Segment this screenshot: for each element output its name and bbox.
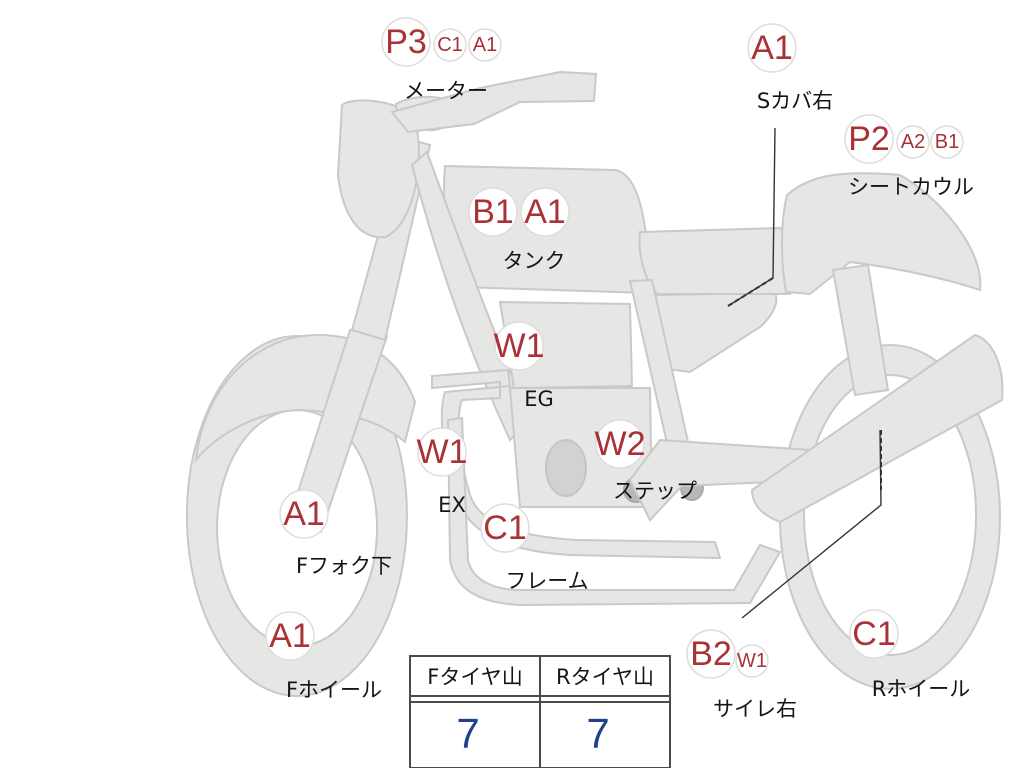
step-grade-badge <box>595 419 645 469</box>
meter-grade-badge-primary <box>381 17 431 67</box>
engine-grade-badge <box>494 321 544 371</box>
muffler-right-label: サイレ右 <box>713 697 797 721</box>
motorcycle-illustration <box>186 70 1004 697</box>
side-cover-right-grade-badge <box>747 23 797 73</box>
tank-grade-badge-secondary <box>520 187 570 237</box>
rear-tire-value: 7 <box>586 710 609 757</box>
meter-grade-secondary: C1 <box>437 34 463 56</box>
handlebar-shape <box>390 70 598 134</box>
seat-cowl-shape <box>781 172 982 296</box>
frame-down-tube-shape <box>410 150 532 442</box>
tank-grade-primary: B1 <box>472 193 514 231</box>
side-cover-right-grade: A1 <box>751 29 793 67</box>
seat-cowl-grade-secondary: A2 <box>901 131 925 153</box>
rear-wheel-shape <box>778 344 1001 690</box>
front-tire-value: 7 <box>456 710 479 757</box>
front-fork-lower-grade-badge <box>279 489 329 539</box>
frame-grade: C1 <box>483 509 526 547</box>
seat-cowl-grade-badge-secondary <box>896 125 930 159</box>
leader-lines <box>727 127 882 619</box>
front-tire-header: Fタイヤ山 <box>427 665 522 689</box>
frame-label: フレーム <box>505 569 588 593</box>
seat-shape <box>638 226 803 295</box>
front-fork-lower-grade: A1 <box>283 495 325 533</box>
meter-label: メーター <box>404 79 488 103</box>
exhaust-grade: W1 <box>417 433 468 471</box>
side-cover-right-label: Sカバ右 <box>757 89 833 113</box>
tank-grade-badge-primary <box>468 187 518 237</box>
engine-label: EG <box>524 387 554 411</box>
muffler-right-grade-secondary: W1 <box>737 650 767 672</box>
muffler-right-grade-badge-secondary <box>735 644 769 678</box>
step-label: ステップ <box>613 479 697 503</box>
meter-grade-badge-secondary <box>433 28 467 62</box>
rear-tire-header: Rタイヤ山 <box>556 665 654 689</box>
meter-grade-primary: P3 <box>385 23 427 61</box>
meter-grade-badge-tertiary <box>468 28 502 62</box>
muffler-right-grade-primary: B2 <box>690 635 732 673</box>
seat-cowl-grade-tertiary: B1 <box>935 131 959 153</box>
step-grade: W2 <box>595 425 646 463</box>
side-cover-right-callout: A1 Sカバ右 <box>747 23 833 113</box>
seat-cowl-grade-badge-primary <box>844 114 894 164</box>
tank-label: タンク <box>503 249 566 273</box>
rear-wheel-callout: C1 Rホイール <box>849 609 971 701</box>
seat-cowl-label: シートカウル <box>848 175 974 199</box>
side-cover-shape <box>653 291 778 374</box>
rear-shock-shape <box>831 263 890 397</box>
front-wheel-grade: A1 <box>269 617 311 655</box>
front-wheel-grade-badge <box>265 611 315 661</box>
front-fork-lower-label: Fフォク下 <box>296 554 392 578</box>
engine-grade: W1 <box>494 327 545 365</box>
front-wheel-callout: A1 Fホイール <box>265 611 382 702</box>
meter-grade-tertiary: A1 <box>473 34 497 56</box>
rear-wheel-label: Rホイール <box>872 677 971 701</box>
rear-wheel-grade: C1 <box>852 615 895 653</box>
tire-table: Fタイヤ山 Rタイヤ山 7 7 <box>409 655 671 768</box>
side-cover-leader-dash <box>727 277 774 307</box>
tank-callout: B1 A1 タンク <box>468 187 570 273</box>
meter-callout: P3 C1 A1 メーター <box>381 17 502 103</box>
engine-callout: W1 EG <box>494 321 554 411</box>
seat-cowl-grade-badge-tertiary <box>930 125 964 159</box>
front-fork-lower-callout: A1 Fフォク下 <box>279 489 392 578</box>
seat-cowl-grade-primary: P2 <box>848 120 890 158</box>
muffler-right-callout: B2 W1 サイレ右 <box>686 629 797 721</box>
exhaust-callout: W1 EX <box>417 427 468 517</box>
front-wheel-label: Fホイール <box>286 678 382 702</box>
headlight-shape <box>336 99 420 239</box>
engine-cover-shape <box>544 439 587 497</box>
muffler-shape <box>750 333 1004 524</box>
lower-frame-rail-shape <box>446 416 782 607</box>
seat-cowl-callout: P2 A2 B1 シートカウル <box>844 114 974 199</box>
frame-callout: C1 フレーム <box>480 503 589 593</box>
tank-grade-secondary: A1 <box>524 193 566 231</box>
exhaust-label: EX <box>438 493 466 517</box>
rear-wheel-grade-badge <box>849 609 899 659</box>
muffler-right-grade-badge-primary <box>686 629 736 679</box>
frame-grade-badge <box>480 503 530 553</box>
step-callout: W2 ステップ <box>595 419 697 503</box>
exhaust-grade-badge <box>417 427 467 477</box>
